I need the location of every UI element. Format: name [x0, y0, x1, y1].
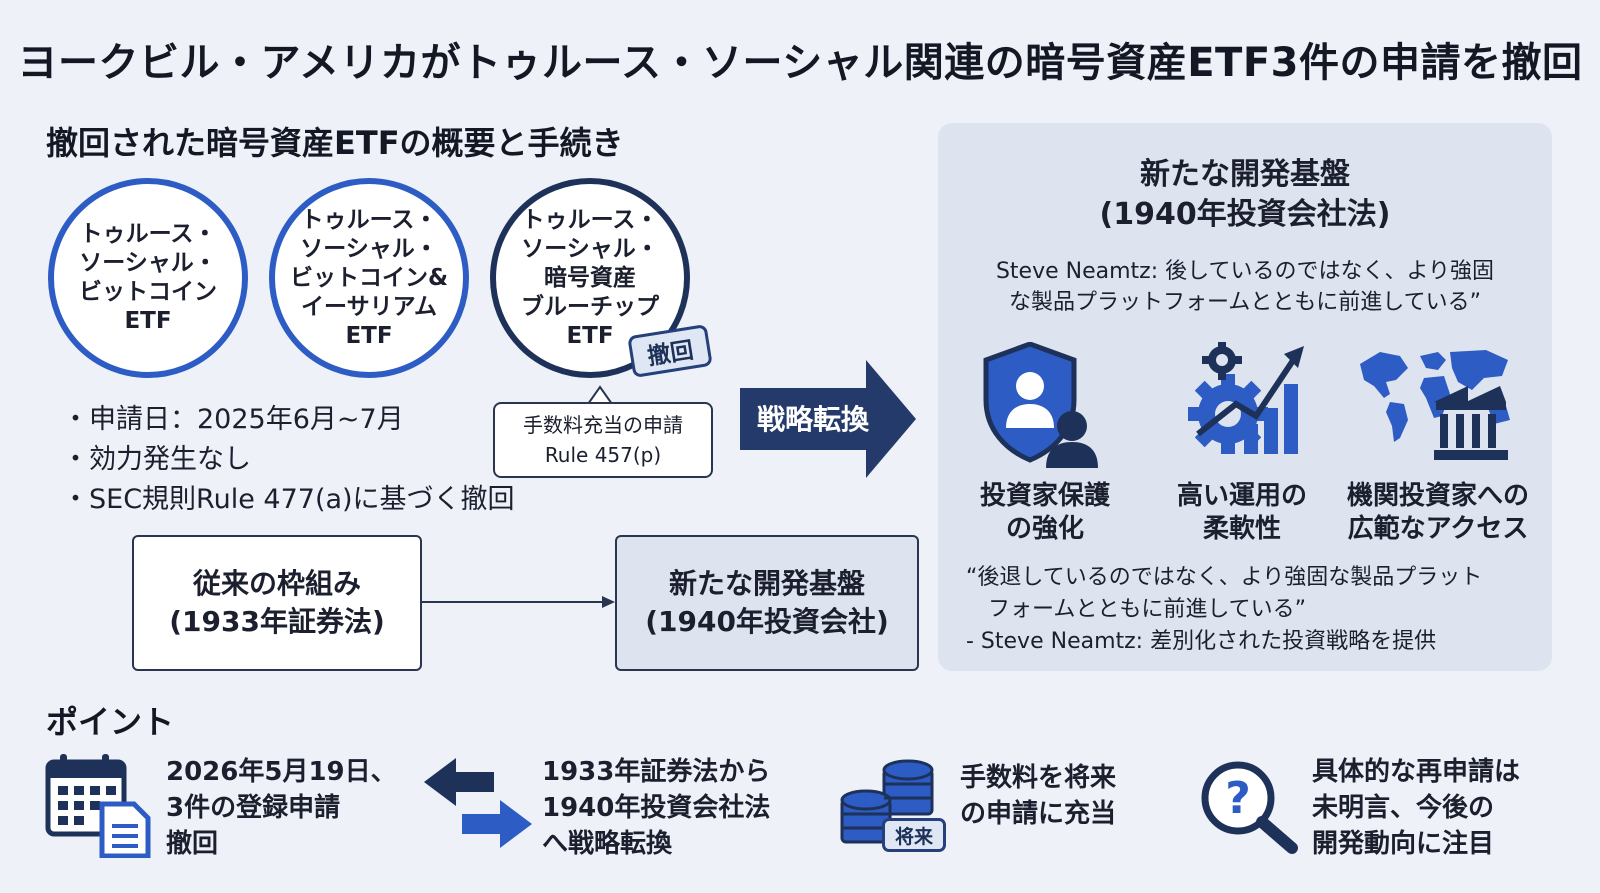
feature-label-flexibility: 高い運用の 柔軟性: [1176, 481, 1307, 544]
feature-label-investor-protection: 投資家保護 の強化: [979, 481, 1110, 544]
new-framework-law: (1940年投資会社): [645, 605, 889, 638]
fee-callout: 手数料充当の申請 Rule 457(p): [493, 402, 713, 478]
panel-title: 新たな開発基盤 (1940年投資会社法): [1099, 157, 1391, 232]
etf-label: トゥルース・ ソーシャル・ 暗号資産 ブルーチップ ETF: [521, 206, 659, 349]
bullet-item: 申請日：2025年6月~7月: [62, 400, 515, 440]
point-text-future-refiling: 具体的な再申請は 未明言、今後の 開発動向に注目: [1312, 757, 1521, 859]
point-text-fee-allocation: 手数料を将来 の申請に充当: [960, 763, 1117, 829]
strategy-arrow-label: 戦略転換: [756, 403, 869, 436]
bullet-item: 効力発生なし: [62, 440, 515, 480]
svg-text:?: ?: [1225, 773, 1251, 824]
callout-line1: 手数料充当の申請: [523, 413, 683, 437]
feature-label-institutional-access: 機関投資家への 広範なアクセス: [1346, 481, 1529, 544]
bullet-item: SEC規則Rule 477(a)に基づく撤回: [62, 480, 515, 520]
points-heading: ポイント: [46, 703, 175, 741]
calendar-document-icon: [45, 754, 151, 858]
strategy-arrow: [740, 360, 916, 478]
gear-growth-chart-icon: [1188, 342, 1304, 454]
point-text-strategy-shift: 1933年証券法から 1940年投資会社法 へ戦略転換: [542, 757, 771, 859]
old-framework-title: 従来の枠組み: [192, 567, 361, 600]
etf-circle-bitcoin: トゥルース・ ソーシャル・ ビットコイン ETF: [48, 178, 248, 378]
panel-quote-bottom: “後退しているのではなく、より強固な製品プラット フォームとともに前進している”…: [966, 565, 1483, 654]
point-text-withdrawal-date: 2026年5月19日、 3件の登録申請 撤回: [166, 757, 397, 859]
etf-circle-crypto-bluechip: トゥルース・ ソーシャル・ 暗号資産 ブルーチップ ETF: [490, 178, 690, 378]
swap-arrows-icon: [424, 758, 532, 848]
panel-quote-top: Steve Neamtz: 後しているのではなく、より強固 な製品プラットフォー…: [995, 259, 1495, 315]
old-framework-box: 従来の枠組み (1933年証券法): [132, 535, 422, 671]
shield-investor-icon: [983, 342, 1098, 468]
etf-circle-bitcoin-ethereum: トゥルース・ ソーシャル・ ビットコイン& イーサリアム ETF: [269, 178, 469, 378]
overview-heading: 撤回された暗号資産ETFの概要と手続き: [46, 124, 624, 162]
magnifier-question-icon: ?: [1201, 761, 1298, 854]
callout-line2: Rule 457(p): [544, 443, 662, 467]
new-framework-title: 新たな開発基盤: [668, 567, 865, 600]
main-title: ヨークビル・アメリカがトゥルース・ソーシャル関連の暗号資産ETF3件の申請を撤回: [17, 40, 1583, 86]
framework-connector-arrow: [422, 596, 615, 608]
future-badge: 将来: [882, 818, 946, 852]
etf-label: トゥルース・ ソーシャル・ ビットコイン& イーサリアム ETF: [289, 206, 449, 349]
etf-label: トゥルース・ ソーシャル・ ビットコイン ETF: [79, 221, 217, 334]
overview-bullets: 申請日：2025年6月~7月 効力発生なし SEC規則Rule 477(a)に基…: [62, 400, 515, 520]
new-framework-box: 新たな開発基盤 (1940年投資会社): [615, 535, 919, 671]
world-map-bank-icon: [1360, 350, 1510, 460]
old-framework-law: (1933年証券法): [169, 605, 385, 638]
